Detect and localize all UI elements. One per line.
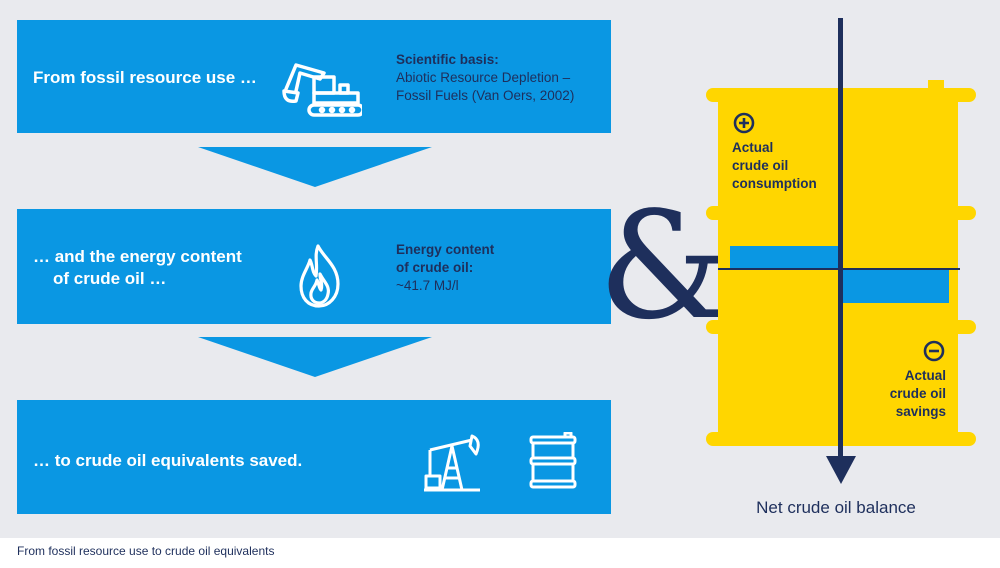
consumption-line3: consumption: [732, 176, 817, 191]
step2-main-line1: … and the energy content: [33, 247, 242, 266]
savings-line1: Actual: [904, 368, 946, 383]
excavator-icon: [276, 57, 365, 122]
consumption-line2: crude oil: [732, 158, 789, 173]
step1-main-text: From fossil resource use …: [33, 68, 257, 87]
barrel-icon: [527, 431, 579, 497]
down-arrow-step1: [198, 147, 432, 187]
step2-main-text: … and the energy content of crude oil …: [33, 246, 242, 290]
plus-circle-icon: [733, 112, 755, 139]
step-box-crude-oil-equivalents: [17, 400, 611, 514]
step2-energy-content: Energy content of crude oil: ~41.7 MJ/l: [396, 241, 494, 295]
net-balance-label: Net crude oil balance: [756, 498, 916, 517]
step1-side-line1: Abiotic Resource Depletion –: [396, 70, 571, 85]
step1-side-line2: Fossil Fuels (Van Oers, 2002): [396, 88, 575, 103]
consumption-line1: Actual: [732, 140, 774, 155]
step2-side-heading-line2: of crude oil:: [396, 260, 474, 275]
step1-side-heading: Scientific basis:: [396, 52, 499, 67]
step3-main-text: … to crude oil equivalents saved.: [33, 451, 303, 470]
down-arrow-step2: [198, 337, 432, 377]
down-arrow-icon: [826, 18, 856, 491]
consumption-bar: [730, 246, 838, 269]
savings-line2: crude oil: [889, 386, 946, 401]
step2-side-heading-line1: Energy content: [396, 242, 495, 257]
savings-line3: savings: [895, 404, 946, 419]
step1-scientific-basis: Scientific basis: Abiotic Resource Deple…: [396, 51, 574, 105]
minus-circle-icon: [923, 340, 945, 367]
figure-caption: From fossil resource use to crude oil eq…: [17, 544, 275, 558]
savings-bar: [838, 270, 949, 303]
step2-side-value: ~41.7 MJ/l: [396, 278, 459, 293]
pumpjack-icon: [422, 432, 484, 497]
consumption-label: Actual crude oil consumption: [732, 139, 817, 193]
savings-label: Actual crude oil savings: [850, 367, 946, 421]
step2-main-line2: of crude oil …: [53, 269, 167, 288]
flame-icon: [298, 244, 342, 313]
